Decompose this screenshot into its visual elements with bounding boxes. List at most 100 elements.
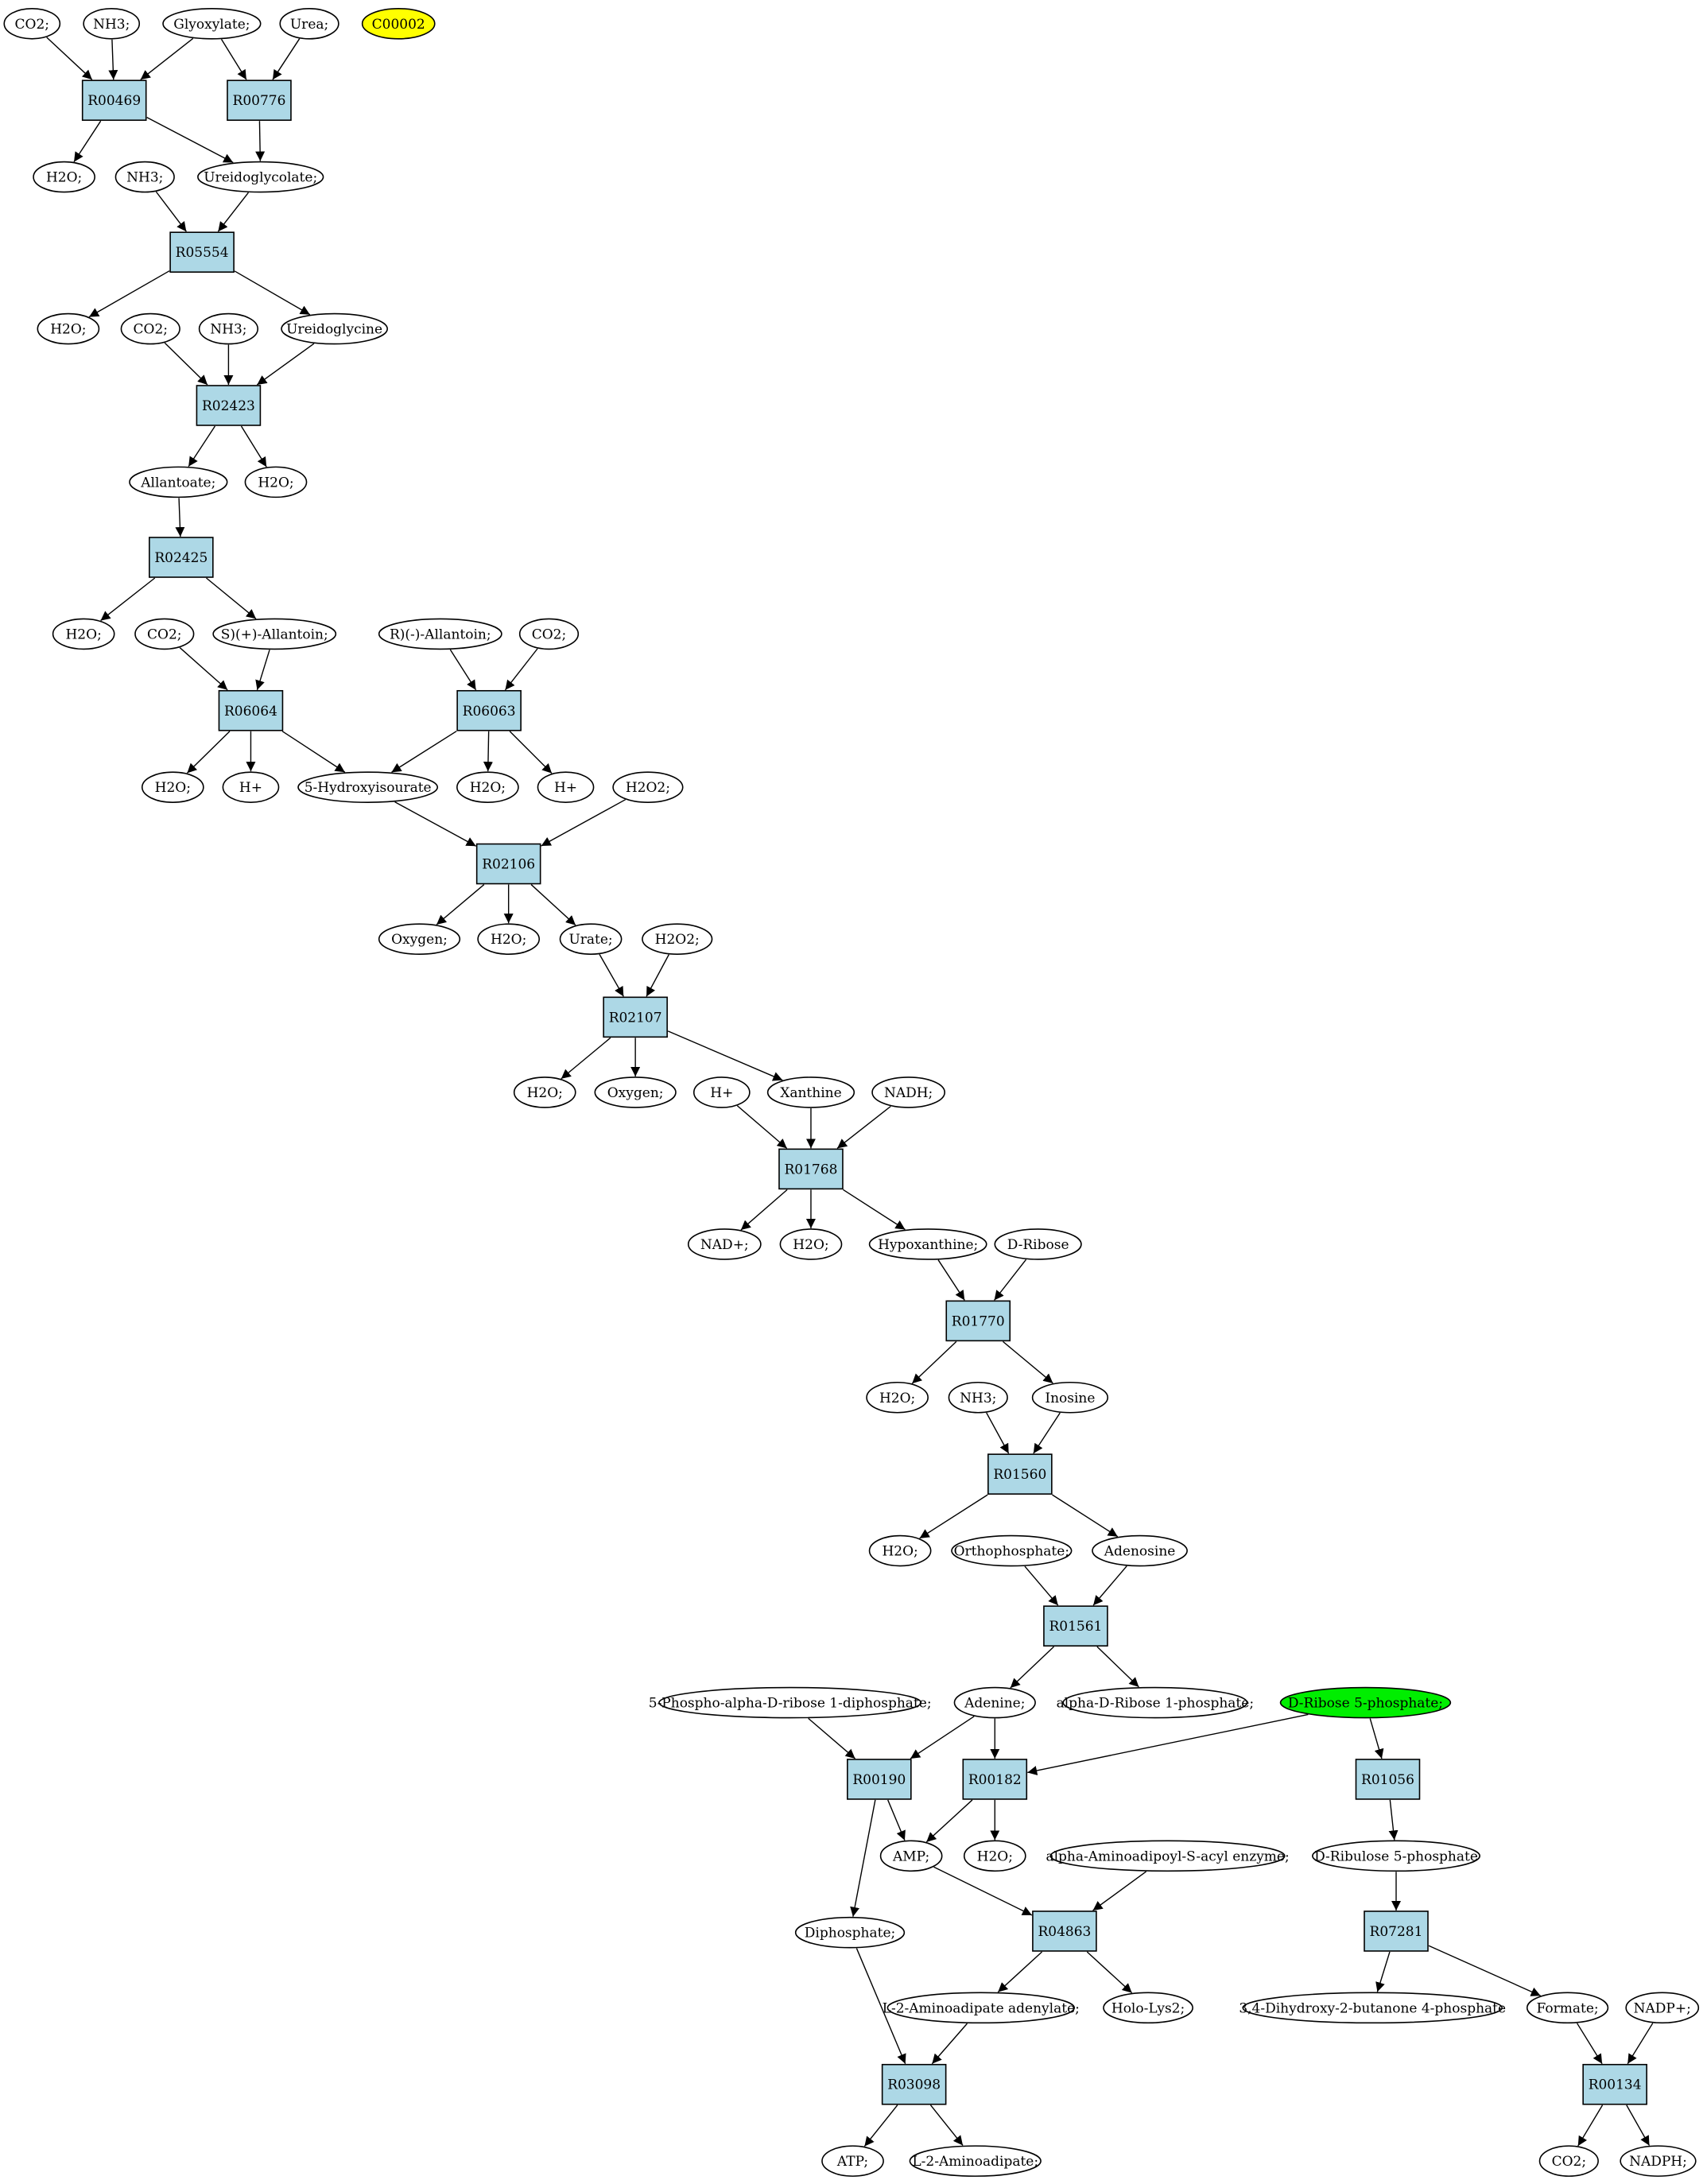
edge-m_urate-to-R02107 [599,954,624,997]
metabolite-m-atp[interactable]: ATP; [821,2145,884,2177]
metabolite-m-co2-4[interactable]: CO2; [518,618,580,650]
metabolite-m-hplus-3[interactable]: H+ [692,1076,751,1108]
metabolite-m-ureidoglycolate[interactable]: Ureidoglycolate; [197,161,324,193]
metabolite-m-co2-5[interactable]: CO2; [1538,2145,1599,2177]
metabolite-m-h2o-1[interactable]: H2O; [33,161,95,193]
metabolite-m-inosine[interactable]: Inosine [1031,1381,1109,1414]
metabolite-m-hypoxanthine[interactable]: Hypoxanthine; [868,1228,987,1260]
metabolite-m-allantoate[interactable]: Allantoate; [129,466,228,498]
reaction-label: R00776 [233,93,286,109]
metabolite-m-oxygen-2[interactable]: Oxygen; [594,1076,677,1108]
reaction-r00182[interactable]: R00182 [962,1759,1028,1800]
metabolite-m-aminoadipate-adenylate[interactable]: L-2-Aminoadipate adenylate; [883,1992,1080,2024]
edge [646,954,669,997]
metabolite-m-nadpplus[interactable]: NADP+; [1625,1992,1700,2024]
reaction-r02107[interactable]: R02107 [603,996,668,1038]
reaction-r00469[interactable]: R00469 [81,80,147,121]
reaction-r05554[interactable]: R05554 [169,231,235,273]
edge [887,1799,906,1841]
metabolite-m-hydroxyisourate[interactable]: 5-Hydroxyisourate [297,771,439,803]
metabolite-label: Holo-Lys2; [1111,2000,1185,2016]
reaction-r04863[interactable]: R04863 [1032,1911,1097,1952]
metabolite-m-r-allantoin[interactable]: R)(-)-Allantoin; [378,618,502,650]
metabolite-m-oxygen-1[interactable]: Oxygen; [378,923,461,955]
edge [256,343,315,386]
reaction-r06064[interactable]: R06064 [218,689,284,731]
edge-m_nadpplus-to-R00134 [1627,2023,1654,2065]
metabolite-m-adenine[interactable]: Adenine; [953,1686,1036,1719]
metabolite-m-h2o-5[interactable]: H2O; [141,771,204,803]
metabolite-m-dhbp[interactable]: 3,4-Dihydroxy-2-butanone 4-phosphate [1239,1992,1506,2024]
metabolite-m-h2o-12[interactable]: H2O; [963,1840,1026,1872]
metabolite-m-h2o-10[interactable]: H2O; [866,1381,929,1414]
metabolite-m-prpp[interactable]: 5-Phospho-alpha-D-ribose 1-diphosphate; [649,1686,932,1719]
reaction-r01561[interactable]: R01561 [1043,1605,1108,1647]
reaction-r01560[interactable]: R01560 [987,1453,1053,1495]
metabolite-m-glyoxylate[interactable]: Glyoxylate; [162,7,262,40]
metabolite-m-nadph[interactable]: NADPH; [1620,2145,1697,2177]
reaction-r00190[interactable]: R00190 [847,1759,912,1800]
metabolite-m-nadh[interactable]: NADH; [871,1076,945,1108]
metabolite-m-h2o-11[interactable]: H2O; [868,1534,932,1567]
metabolite-m-co2-3[interactable]: CO2; [134,618,195,650]
metabolite-m-h2o-9[interactable]: H2O; [779,1228,843,1260]
metabolite-label: H+ [554,780,577,796]
metabolite-m-h2o-4[interactable]: H2O; [52,618,115,650]
metabolite-m-co2-1[interactable]: CO2; [3,7,61,40]
reaction-r02423[interactable]: R02423 [196,385,262,426]
metabolite-m-ureidoglycine[interactable]: Ureidoglycine [281,312,388,345]
reaction-r00134[interactable]: R00134 [1582,2063,1647,2105]
metabolite-m-hplus-2[interactable]: H+ [537,771,595,803]
metabolite-m-c00002[interactable]: C00002 [361,7,436,40]
metabolite-m-formate[interactable]: Formate; [1526,1992,1609,2024]
metabolite-m-nh3-3[interactable]: NH3; [198,312,259,345]
metabolite-label: H2O; [793,1237,828,1253]
reaction-r01768[interactable]: R01768 [778,1148,844,1190]
metabolite-ellipse [692,1076,751,1108]
metabolite-m-aminoadipate[interactable]: L-2-Aminoadipate; [909,2145,1042,2177]
metabolite-m-xanthine[interactable]: Xanthine [766,1076,855,1108]
edge-R01768-to-m_hypoxanthine [843,1189,906,1231]
metabolite-m-s-allantoin[interactable]: S)(+)-Allantoin; [212,618,337,650]
metabolite-m-aminoadipoyl[interactable]: alpha-Aminoadipoyl-S-acyl enzyme; [1046,1840,1290,1872]
metabolite-m-co2-2[interactable]: CO2; [120,312,180,345]
metabolite-m-hplus-1[interactable]: H+ [222,771,280,803]
metabolite-m-orthophosphate[interactable]: Orthophosphate; [951,1534,1073,1567]
metabolite-m-adenosine[interactable]: Adenosine [1092,1534,1188,1567]
reaction-r06063[interactable]: R06063 [456,689,522,731]
metabolite-m-h2o-7[interactable]: H2O; [477,923,541,955]
reaction-r07281[interactable]: R07281 [1364,1911,1429,1952]
metabolite-m-d-ribose[interactable]: D-Ribose [994,1228,1082,1260]
metabolite-ellipse [559,923,623,955]
metabolite-m-urea[interactable]: Urea; [279,7,339,40]
metabolite-label: D-Ribulose 5-phosphate [1314,1848,1478,1864]
reaction-r01770[interactable]: R01770 [945,1300,1011,1342]
metabolite-m-nadplus[interactable]: NAD+; [687,1228,762,1260]
metabolite-m-h2o2-2[interactable]: H2O2; [642,923,713,955]
metabolite-m-h2o-6[interactable]: H2O; [456,771,519,803]
metabolite-label: CO2; [532,626,567,642]
reaction-r00776[interactable]: R00776 [227,80,292,121]
reaction-r02425[interactable]: R02425 [149,537,214,578]
reaction-r02106[interactable]: R02106 [475,843,541,885]
metabolite-m-ribulose5p[interactable]: D-Ribulose 5-phosphate [1312,1840,1480,1872]
metabolite-m-amp[interactable]: AMP; [879,1840,943,1872]
metabolite-m-h2o-3[interactable]: H2O; [244,466,308,498]
metabolite-m-nh3-1[interactable]: NH3; [83,7,141,40]
edge [1010,1646,1054,1689]
metabolite-m-h2o-2[interactable]: H2O; [37,312,100,345]
metabolite-m-diphosphate[interactable]: Diphosphate; [794,1916,906,1949]
metabolite-m-nh3-4[interactable]: NH3; [948,1381,1008,1414]
metabolite-label: D-Ribose 5-phosphate; [1288,1696,1443,1712]
metabolite-label: H2O; [46,170,82,186]
metabolite-m-urate[interactable]: Urate; [559,923,623,955]
metabolite-m-ribose1p[interactable]: alpha-D-Ribose 1-phosphate; [1057,1686,1254,1719]
reaction-r03098[interactable]: R03098 [881,2063,947,2105]
metabolite-ellipse [114,161,175,193]
metabolite-m-h2o2-1[interactable]: H2O2; [612,771,684,803]
metabolite-m-holo-lys2[interactable]: Holo-Lys2; [1103,1992,1193,2024]
metabolite-m-h2o-8[interactable]: H2O; [513,1076,576,1108]
metabolite-m-ribose5p[interactable]: D-Ribose 5-phosphate; [1279,1686,1452,1719]
metabolite-m-nh3-2[interactable]: NH3; [114,161,175,193]
reaction-r01056[interactable]: R01056 [1355,1759,1421,1800]
